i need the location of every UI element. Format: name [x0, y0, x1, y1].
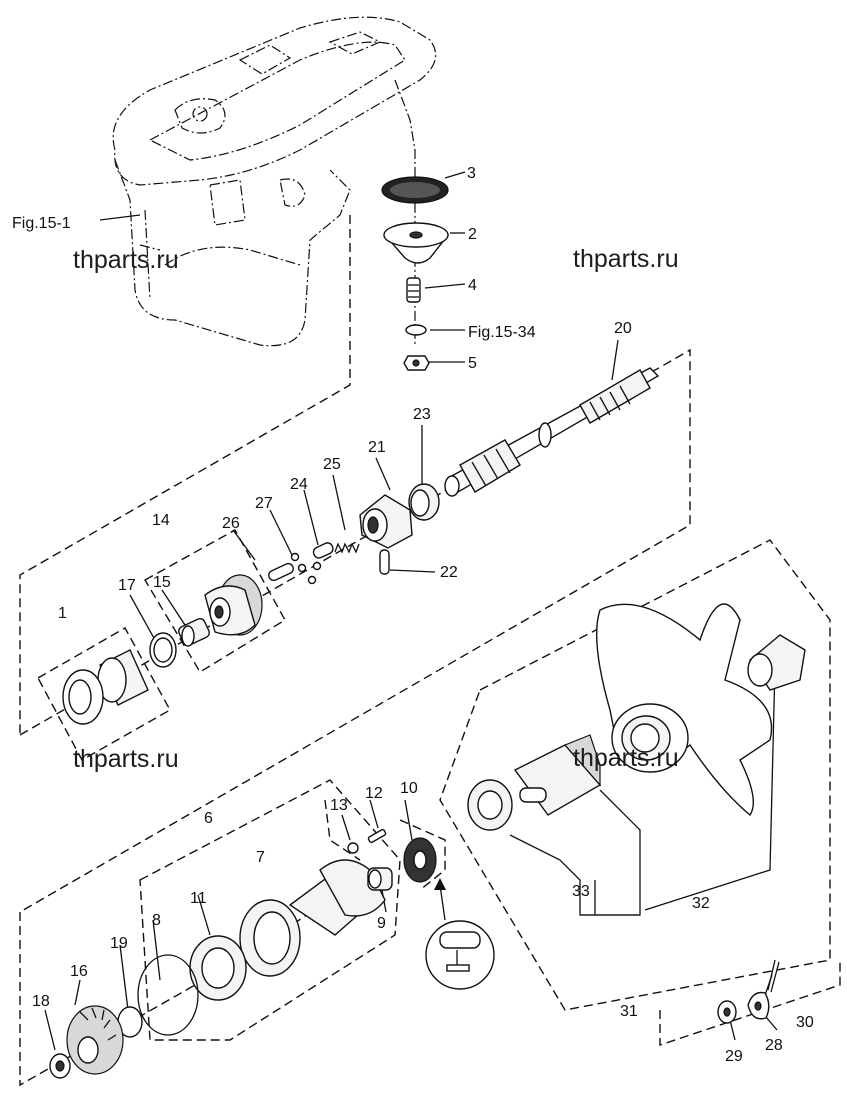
callout-19: 19 [110, 935, 128, 952]
lower-unit-casing [112, 16, 437, 347]
callout-4: 4 [468, 277, 477, 294]
part-31-spacer [747, 634, 806, 691]
callout-22: 22 [440, 564, 458, 581]
callout-32: 32 [692, 895, 710, 912]
part-33-bushing [513, 734, 602, 816]
part-21-clutch [359, 494, 413, 549]
part-20-propeller-shaft [444, 367, 660, 497]
assembly-outlines [19, 215, 841, 1087]
callout-27: 27 [255, 495, 273, 512]
callout-10: 10 [400, 780, 418, 797]
callout-9: 9 [377, 915, 386, 932]
callout-28: 28 [765, 1037, 783, 1054]
watermark-text: thparts.ru [573, 744, 679, 772]
callout-2: 2 [468, 226, 477, 243]
part-11-ball-bearing [189, 935, 247, 1001]
part-4-screw [406, 277, 421, 303]
part-27-balls [290, 552, 322, 585]
part-8-o-ring [137, 954, 199, 1036]
part-23-ring [408, 483, 440, 521]
callout-numbers: 3 2 4 5 20 23 21 25 24 27 26 14 22 17 15… [32, 165, 814, 1065]
callout-18: 18 [32, 993, 50, 1010]
part-22-pin [379, 549, 390, 575]
callout-21: 21 [368, 439, 386, 456]
part-29-washer [717, 1000, 737, 1024]
callout-23: 23 [413, 406, 431, 423]
callout-30: 30 [796, 1014, 814, 1031]
part-14-gear [204, 574, 263, 636]
part-24-plunger [312, 542, 334, 559]
part-12-bolt [367, 828, 387, 844]
callout-13: 13 [330, 797, 348, 814]
part-28-nut [747, 991, 770, 1020]
part-30-cotter-pin [767, 959, 780, 993]
figure-references: Fig.15-1 Fig.15-34 [12, 215, 536, 341]
part-3-screen [381, 176, 449, 204]
callout-31: 31 [620, 1003, 638, 1020]
part-9-bearing [367, 867, 393, 891]
part-16-reverse-gear [66, 1005, 124, 1075]
part-25-spring [334, 542, 360, 554]
callout-12: 12 [365, 785, 383, 802]
part-33-thrust-washer [467, 779, 513, 831]
fig-ref-15-34: Fig.15-34 [468, 324, 536, 341]
callout-20: 20 [614, 320, 632, 337]
detail-callout [425, 878, 495, 990]
part-2-cover [383, 222, 450, 264]
callout-5: 5 [468, 355, 477, 372]
part-18-thrust-washer [49, 1053, 71, 1079]
watermark-text: thparts.ru [573, 245, 679, 273]
leader-lines [44, 79, 778, 1051]
callout-7: 7 [256, 849, 265, 866]
callout-16: 16 [70, 963, 88, 980]
callout-25: 25 [323, 456, 341, 473]
callout-29: 29 [725, 1048, 743, 1065]
callout-11: 11 [190, 890, 207, 907]
callout-15: 15 [153, 574, 171, 591]
part-13-washer [347, 842, 359, 854]
part-15-needle-bearing [178, 617, 210, 647]
callout-6: 6 [204, 810, 213, 827]
callout-24: 24 [290, 476, 308, 493]
part-1-taper-bearing [62, 649, 149, 725]
callout-3: 3 [467, 165, 476, 182]
propeller-assembly [467, 603, 806, 1024]
callout-1: 1 [58, 605, 67, 622]
callout-14: 14 [152, 512, 170, 529]
callout-26: 26 [222, 515, 240, 532]
propeller-shaft-parts [62, 367, 660, 725]
part-26-shift-pin [268, 562, 294, 582]
water-pump-parts [381, 176, 450, 371]
part-10-seal [403, 837, 437, 883]
watermarks: thparts.ru thparts.ru thparts.ru thparts… [73, 245, 679, 773]
watermark-text: thparts.ru [73, 745, 179, 773]
callout-17: 17 [118, 577, 136, 594]
part-17-shim [149, 632, 177, 668]
callout-8: 8 [152, 912, 161, 929]
fig-ref-15-1: Fig.15-1 [12, 215, 71, 232]
bearing-housing-group [49, 828, 495, 1079]
part-5-nut [403, 355, 430, 371]
part-32-propeller [595, 603, 773, 817]
watermark-text: thparts.ru [73, 246, 179, 274]
callout-33: 33 [572, 883, 590, 900]
part-7-bearing-housing [239, 859, 386, 977]
